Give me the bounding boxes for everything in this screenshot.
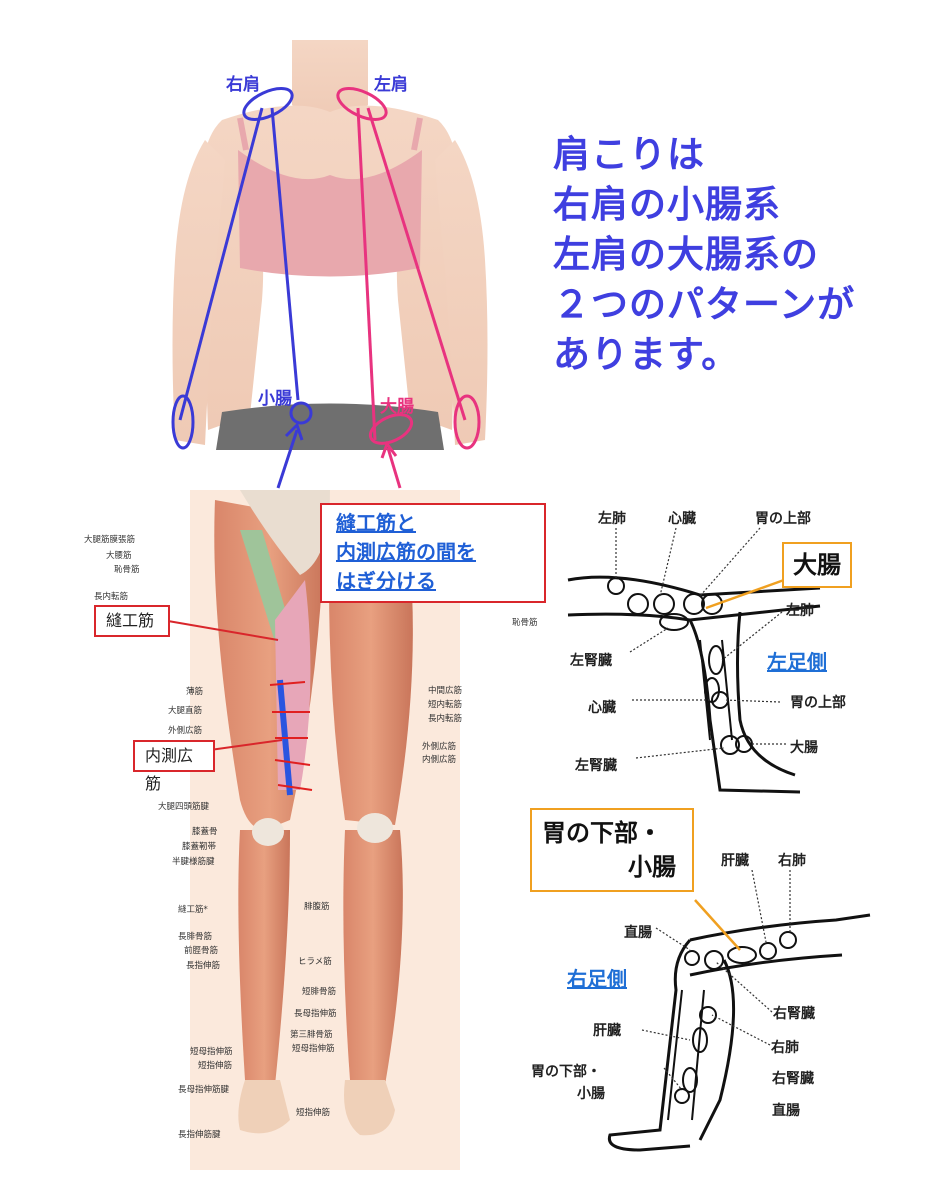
highlight-line: 小腸 <box>628 853 676 881</box>
muscle-label: 長内転筋 <box>94 592 129 602</box>
muscle-label: 長内転筋 <box>428 714 463 724</box>
organ-label: 胃の上部 <box>755 511 811 527</box>
muscle-label: 長腓骨筋 <box>178 932 213 942</box>
sartorius-label-box: 縫工筋 <box>94 605 170 637</box>
muscle-label: 半腱様筋腱 <box>172 857 215 867</box>
large-intestine-highlight: 大腸 <box>782 542 852 588</box>
muscle-label: 大腿四頭筋腱 <box>158 802 210 812</box>
muscle-label: 短指伸筋 <box>296 1108 331 1118</box>
muscle-label: 大腿筋膜張筋 <box>84 535 136 545</box>
muscle-label: 短内転筋 <box>428 700 463 710</box>
organ-label: 胃の下部・ <box>531 1064 601 1080</box>
stomach-lower-highlight: 胃の下部・ 小腸 <box>530 808 694 892</box>
left-shoulder-label: 左肩 <box>374 75 408 95</box>
organ-label: 右腎臓 <box>772 1071 814 1087</box>
muscle-label: 短母指伸筋 <box>190 1047 233 1057</box>
highlight-line: 胃の下部・ <box>542 819 662 847</box>
right-hand-marker <box>171 394 195 450</box>
muscle-label: 中間広筋 <box>428 686 463 696</box>
left-hand-marker <box>453 394 481 450</box>
organ-label: 肝臓 <box>593 1023 621 1039</box>
large-intestine-marker <box>368 413 414 445</box>
organ-label: 小腸 <box>577 1086 605 1102</box>
small-intestine-marker <box>289 401 313 425</box>
organ-label: 右肺 <box>771 1040 799 1056</box>
muscle-label: 短指伸筋 <box>198 1061 233 1071</box>
muscle-label: 外側広筋 <box>422 742 457 752</box>
headline-line: 肩こりは <box>553 133 705 176</box>
meridian-lines <box>171 87 481 489</box>
callout-line: 内測広筋の間を <box>336 540 476 564</box>
organ-label: 右肺 <box>778 853 806 869</box>
organ-label: 左腎臓 <box>575 758 617 774</box>
organ-label: 肝臓 <box>721 853 749 869</box>
organ-label: 心臓 <box>668 511 696 527</box>
vastus-medialis-label-box: 内測広筋 <box>133 740 215 793</box>
right-leg-title: 右足側 <box>567 967 627 991</box>
muscle-label: 第三腓骨筋 <box>290 1030 333 1040</box>
organ-label: 大腸 <box>790 740 818 756</box>
organ-label: 左肺 <box>786 603 814 619</box>
headline-line: あります。 <box>553 333 740 376</box>
muscle-label: 恥骨筋 <box>512 618 538 628</box>
large-intestine-label: 大腸 <box>380 397 414 417</box>
muscle-label: 大腰筋 <box>106 551 132 561</box>
muscle-label: 縫工筋* <box>178 905 208 915</box>
muscle-label: ヒラメ筋 <box>298 957 332 967</box>
muscle-label: 腓腹筋 <box>304 902 330 912</box>
muscle-label: 内側広筋 <box>422 755 457 765</box>
headline: 肩こりは 右肩の小腸系 左肩の大腸系の ２つのパターンが あります。 <box>553 130 855 380</box>
muscle-label: 長指伸筋 <box>186 961 221 971</box>
left-leg-title: 左足側 <box>767 650 827 674</box>
muscle-label: 短母指伸筋 <box>292 1044 335 1054</box>
leg-diagram-left <box>567 527 821 794</box>
leg-muscle-illustration <box>190 490 460 1170</box>
organ-label: 直腸 <box>772 1103 800 1119</box>
muscle-label: 膝蓋骨 <box>192 827 218 837</box>
muscle-label: 薄筋 <box>186 687 204 697</box>
organ-label: 直腸 <box>624 925 652 941</box>
organ-label: 胃の上部 <box>790 695 846 711</box>
muscle-label: 長母指伸筋 <box>294 1009 337 1019</box>
small-intestine-label: 小腸 <box>258 389 292 409</box>
leg-diagram-right <box>607 870 871 1152</box>
headline-line: 右肩の小腸系 <box>553 183 781 226</box>
muscle-label: 長母指伸筋腱 <box>178 1085 230 1095</box>
callout-box: 縫工筋と 内測広筋の間を はぎ分ける <box>320 503 546 603</box>
headline-line: ２つのパターンが <box>553 283 856 326</box>
organ-label: 右腎臓 <box>773 1006 815 1022</box>
muscle-label: 外側広筋 <box>168 726 203 736</box>
muscle-label: 短腓骨筋 <box>302 987 337 997</box>
muscle-label: 大腿直筋 <box>168 706 203 716</box>
callout-line: 縫工筋と <box>336 511 416 535</box>
headline-line: 左肩の大腸系の <box>553 233 819 276</box>
muscle-label: 膝蓋靭帯 <box>182 842 217 852</box>
muscle-label: 前脛骨筋 <box>184 946 219 956</box>
callout-line: はぎ分ける <box>336 569 436 593</box>
right-shoulder-label: 右肩 <box>226 75 260 95</box>
muscle-label: 長指伸筋腱 <box>178 1130 221 1140</box>
organ-label: 左腎臓 <box>570 653 612 669</box>
organ-label: 左肺 <box>598 511 626 527</box>
organ-label: 心臓 <box>588 700 616 716</box>
muscle-label: 恥骨筋 <box>114 565 140 575</box>
